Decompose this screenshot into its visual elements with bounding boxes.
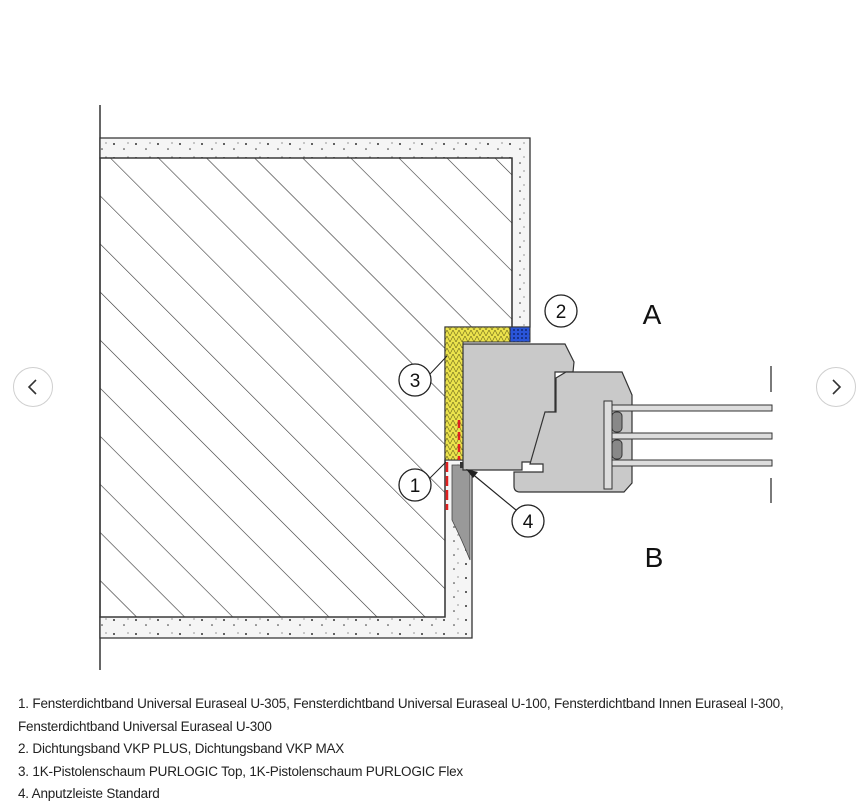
carousel-prev-button[interactable] — [13, 367, 53, 407]
caption-item-3: 3. 1K-Pistolenschaum PURLOGIC Top, 1K-Pi… — [18, 763, 463, 779]
image-caption: 1. Fensterdichtband Universal Euraseal U… — [18, 693, 858, 806]
chevron-right-icon — [832, 379, 842, 395]
svg-text:3: 3 — [410, 371, 421, 392]
svg-text:1: 1 — [410, 476, 421, 497]
carousel-next-button[interactable] — [816, 367, 856, 407]
label-inside: B — [645, 542, 664, 573]
window-sash — [513, 371, 633, 493]
sealing-tape-blue — [509, 326, 531, 343]
svg-text:4: 4 — [523, 512, 534, 533]
callout-2: 2 — [544, 294, 578, 328]
label-outside: A — [643, 299, 662, 330]
callout-4: 4 — [466, 469, 545, 538]
callout-3: 3 — [398, 355, 448, 397]
caption-item-4: 4. Anputzleiste Standard — [18, 786, 160, 801]
chevron-left-icon — [27, 379, 37, 395]
mortar — [451, 464, 471, 561]
window-installation-diagram: 2 3 1 4 A B — [99, 105, 773, 670]
glazing — [603, 400, 773, 490]
svg-text:2: 2 — [556, 302, 567, 323]
caption-item-2: 2. Dichtungsband VKP PLUS, Dichtungsband… — [18, 741, 345, 756]
callout-1: 1 — [398, 461, 447, 502]
caption-item-1: 1. Fensterdichtband Universal Euraseal U… — [18, 696, 784, 734]
